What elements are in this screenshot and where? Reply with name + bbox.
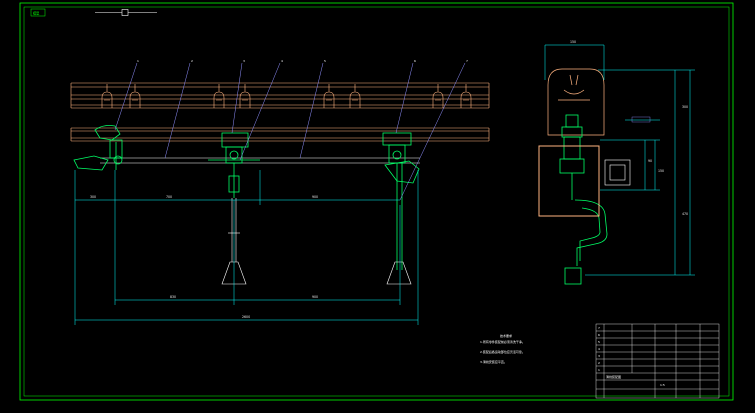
balloon-5: 5 [324, 59, 326, 63]
tb-scale: 1:5 [660, 383, 665, 387]
balloon-2: 2 [191, 59, 193, 63]
drop-right [386, 261, 412, 285]
side-rail-housing [547, 68, 605, 136]
notes-line-2: 2.装配后各运动部位应灵活可靠。 [480, 349, 525, 354]
side-bracket [538, 145, 600, 217]
title-block [595, 323, 720, 399]
trolley-middle [208, 132, 260, 198]
dim-lower-left: 830 [170, 295, 176, 299]
dim-side-h2: 300 [682, 105, 688, 109]
side-view: 150 90 300 150 470 [538, 40, 695, 285]
dim-lower-right: 900 [312, 295, 318, 299]
corner-tag: 模型 [33, 11, 40, 16]
tb-row-num: 1 [598, 368, 600, 372]
cross-pipe [100, 157, 420, 164]
front-view: 1 2 3 4 5 6 7 300 700 900 830 900 2600 [70, 59, 490, 325]
dim-side-h1: 90 [648, 159, 652, 163]
tb-row-num: 7 [598, 326, 600, 330]
side-dim-texts: 150 90 300 150 470 [570, 40, 688, 216]
dimension-texts: 300 700 900 830 900 2600 [90, 195, 318, 319]
dim-side-h3: 150 [658, 169, 664, 173]
tb-row-num: 6 [598, 333, 600, 337]
tb-row-num: 4 [598, 347, 600, 351]
notes-line-1: 1.所有零件装配前必须清洗干净。 [480, 339, 525, 344]
lower-rail [70, 127, 490, 142]
upper-rail [70, 82, 490, 109]
dim-overall: 2600 [242, 315, 250, 319]
side-note-box [631, 116, 651, 123]
side-hook-assembly [559, 114, 608, 285]
tb-title: 滑线装配图 [606, 374, 621, 379]
balloon-6: 6 [414, 59, 416, 63]
view-slider-handle[interactable] [121, 9, 129, 16]
tb-row-num: 2 [598, 361, 600, 365]
balloon-leaders [114, 62, 466, 201]
tb-row-num: 3 [598, 354, 600, 358]
corner-tag-box[interactable] [30, 8, 46, 17]
balloon-4: 4 [281, 59, 283, 63]
technical-notes: 技术要求 1.所有零件装配前必须清洗干净。 2.装配后各运动部位应灵活可靠。 3… [480, 333, 525, 364]
balloons: 1 2 3 4 5 6 7 [137, 59, 468, 63]
trolley-right [382, 132, 420, 270]
title-block-rows: 7 6 5 4 3 2 1 滑线装配图 1:5 [598, 326, 665, 387]
notes-line-3: 3.滑线安装应平直。 [480, 359, 507, 364]
balloon-3: 3 [243, 59, 245, 63]
drawing-frame-outer [19, 2, 734, 401]
notes-heading: 技术要求 [500, 333, 512, 338]
tb-row-num: 5 [598, 340, 600, 344]
rail-hangers [101, 84, 472, 108]
dim-left-offset: 300 [90, 195, 96, 199]
trolley-left [73, 125, 123, 171]
drawing-frame-inner [23, 6, 730, 397]
side-dims [544, 44, 695, 276]
balloon-1: 1 [137, 59, 139, 63]
dim-side-h4: 470 [682, 212, 688, 216]
dim-mid-b: 900 [312, 195, 318, 199]
side-pipe-end [604, 159, 631, 186]
dimension-lines [74, 170, 419, 325]
dim-mid-a: 700 [166, 195, 172, 199]
balloon-7: 7 [466, 59, 468, 63]
dim-side-top: 150 [570, 40, 576, 44]
